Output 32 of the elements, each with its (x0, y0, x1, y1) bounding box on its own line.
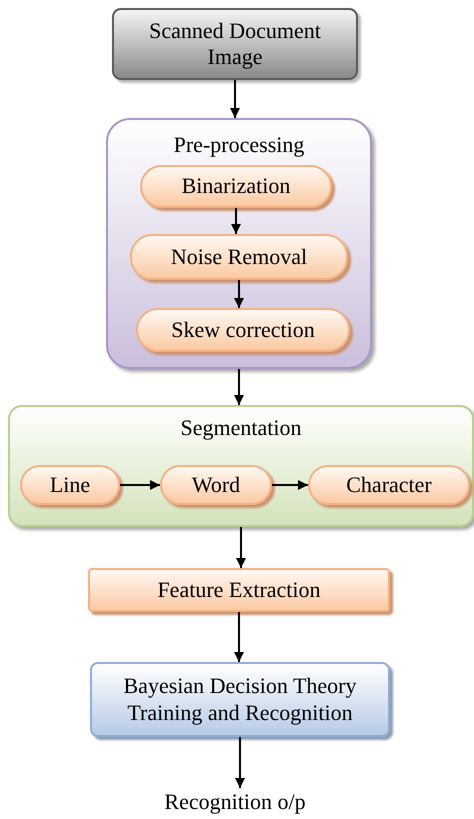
node-label: Skew correction (171, 316, 315, 344)
process-pill (308, 465, 470, 505)
arrow (234, 280, 244, 308)
process-pill (20, 465, 120, 505)
process-pill (160, 465, 272, 505)
arrow (235, 737, 245, 788)
output-label: Recognition o/p (164, 788, 306, 816)
node-label: Noise Removal (170, 244, 308, 270)
node-label: Character (346, 472, 432, 498)
arrow (231, 208, 241, 234)
arrow (236, 527, 246, 568)
arrow (120, 480, 160, 490)
arrow (234, 612, 244, 662)
group-heading: Segmentation (180, 415, 302, 442)
process-box (90, 662, 390, 737)
node-label: Scanned Document Image (148, 18, 322, 70)
node-label: Word (192, 472, 240, 498)
group-panel (106, 118, 372, 369)
group-panel (8, 405, 474, 527)
process-box (88, 568, 390, 612)
arrow (234, 369, 244, 405)
process-pill (136, 308, 350, 352)
process-pill (140, 165, 332, 208)
node-label: Feature Extraction (157, 576, 321, 604)
node-label: Line (50, 472, 90, 498)
arrow (272, 480, 308, 490)
node-label: Binarization (182, 173, 290, 200)
process-box (112, 8, 358, 80)
process-pill (130, 234, 348, 280)
node-label: Bayesian Decision Theory Training and Recognition (122, 673, 358, 726)
group-heading: Pre-processing (174, 132, 304, 158)
arrow (230, 80, 240, 118)
